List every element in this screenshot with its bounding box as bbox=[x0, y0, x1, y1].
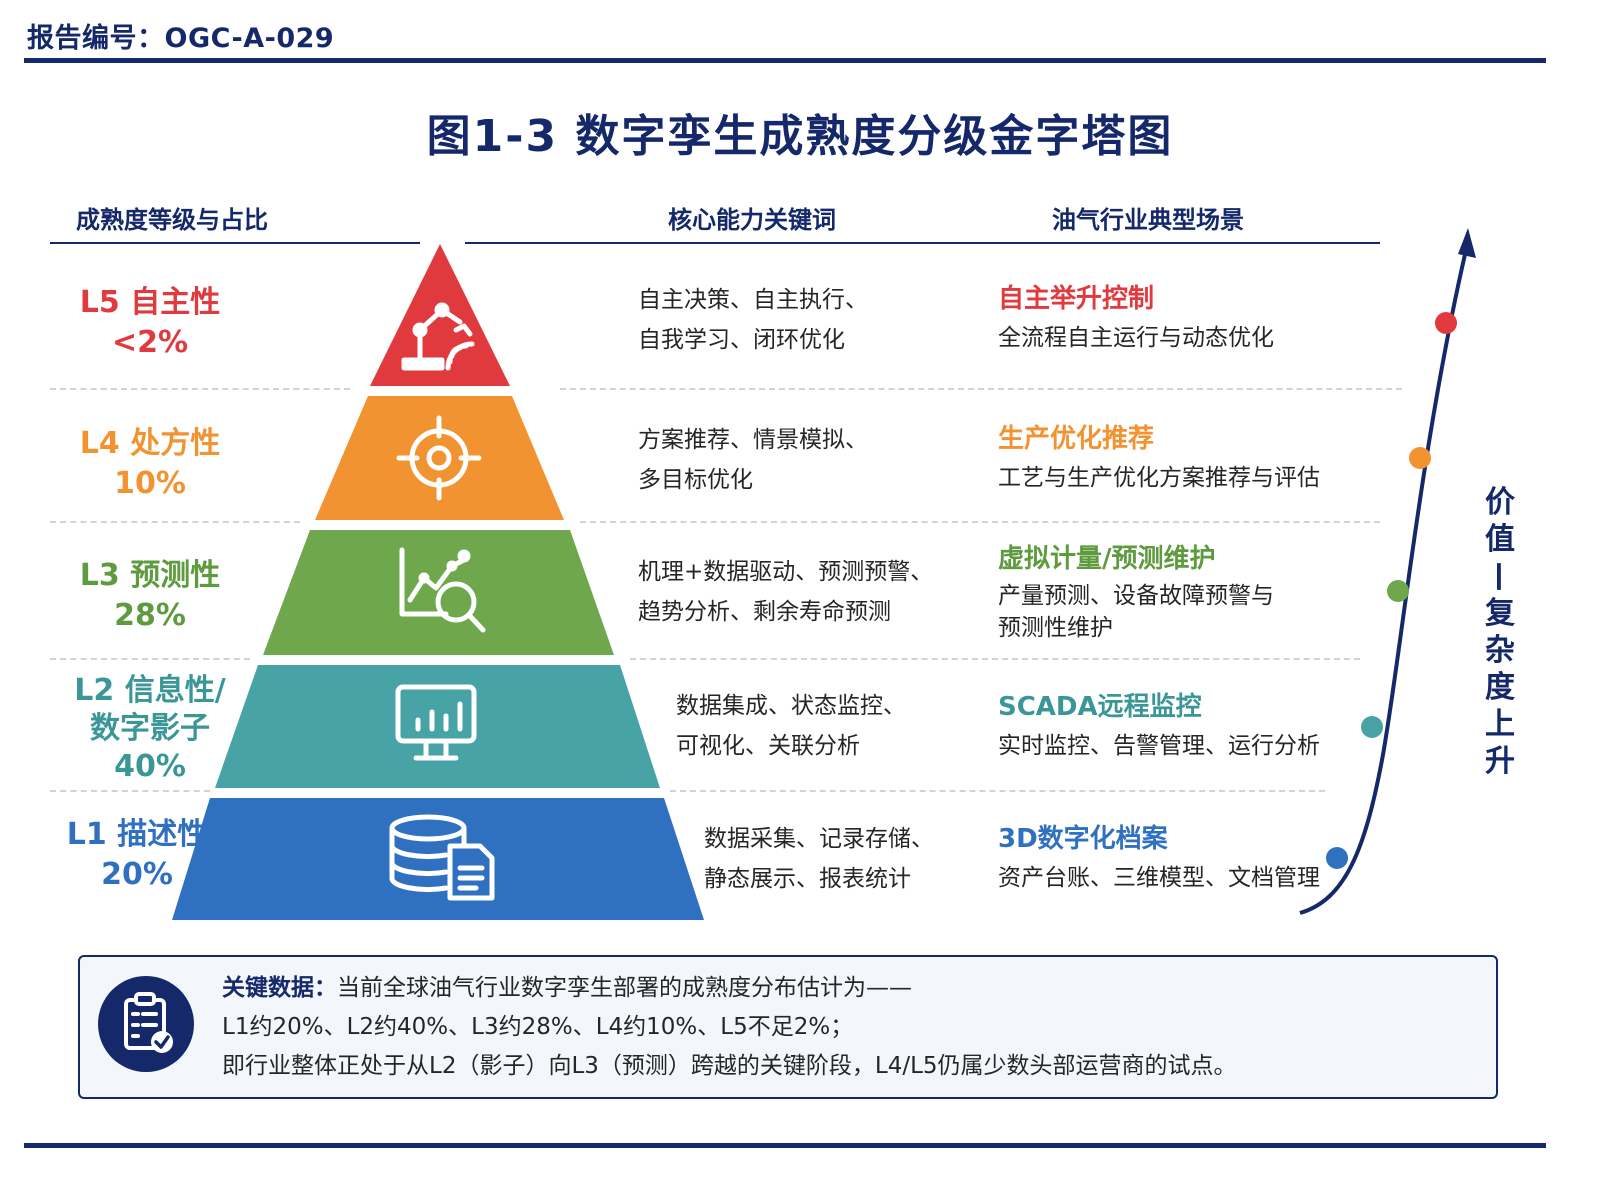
report-number: 报告编号：OGC-A-029 bbox=[27, 23, 335, 54]
axis-char: 升 bbox=[1485, 744, 1515, 779]
level-label-l5: L5 自主性 <2% bbox=[50, 283, 250, 363]
scene-title: 虚拟计量/预测维护 bbox=[998, 544, 1216, 574]
keyword-line: 静态展示、报表统计 bbox=[704, 866, 911, 892]
scene-title: SCADA远程监控 bbox=[998, 692, 1202, 722]
scene-title: 3D数字化档案 bbox=[998, 824, 1168, 854]
keyword-line: 可视化、关联分析 bbox=[676, 733, 860, 759]
header-underline-left bbox=[50, 242, 420, 244]
page-title: 图1-3 数字孪生成熟度分级金字塔图 bbox=[426, 111, 1174, 162]
keyword-line: 趋势分析、剩余寿命预测 bbox=[638, 599, 891, 625]
row-separator bbox=[50, 388, 350, 390]
row-separator bbox=[630, 658, 1360, 660]
note-line-3: 即行业整体正处于从L2（影子）向L3（预测）跨越的关键阶段，L4/L5仍属少数头… bbox=[222, 1053, 1237, 1079]
row-separator bbox=[50, 790, 210, 792]
scene-l4: 生产优化推荐 工艺与生产优化方案推荐与评估 bbox=[998, 422, 1320, 494]
column-header-scenes: 油气行业典型场景 bbox=[1052, 206, 1244, 234]
curve-dot-l4 bbox=[1409, 447, 1431, 469]
target-icon bbox=[396, 415, 482, 501]
axis-char: 值 bbox=[1485, 522, 1515, 557]
value-complexity-label: 价 值 — 复 杂 度 上 升 bbox=[1478, 484, 1522, 780]
database-document-icon bbox=[389, 814, 495, 901]
level-label-l3: L3 预测性 28% bbox=[50, 556, 250, 636]
complexity-curve-arrow bbox=[1299, 228, 1476, 915]
header-underline-right bbox=[465, 242, 1380, 244]
pyramid-tier-l2 bbox=[215, 665, 660, 788]
note-label: 关键数据： bbox=[222, 975, 337, 1001]
scene-desc: 全流程自主运行与动态优化 bbox=[998, 325, 1274, 351]
level-name-line1: L2 信息性/ bbox=[74, 673, 226, 708]
scene-l2: SCADA远程监控 实时监控、告警管理、运行分析 bbox=[998, 690, 1320, 762]
curve-dot-l3 bbox=[1387, 580, 1409, 602]
level-share: <2% bbox=[111, 325, 189, 360]
pyramid-tier-l4 bbox=[315, 396, 564, 520]
bottom-divider bbox=[24, 1143, 1546, 1148]
scene-title: 生产优化推荐 bbox=[998, 424, 1155, 454]
curve-dot-l1 bbox=[1326, 847, 1348, 869]
column-header-keywords: 核心能力关键词 bbox=[668, 206, 836, 234]
level-share: 40% bbox=[114, 749, 186, 784]
keyword-line: 机理+数据驱动、预测预警、 bbox=[638, 559, 934, 585]
curve-dot-l5 bbox=[1435, 312, 1457, 334]
keywords-l4: 方案推荐、情景模拟、 多目标优化 bbox=[638, 420, 868, 500]
level-name: L5 自主性 bbox=[79, 285, 221, 320]
row-separator bbox=[560, 388, 1402, 390]
keywords-l1: 数据采集、记录存储、 静态展示、报表统计 bbox=[704, 819, 934, 899]
pyramid-tier-l1 bbox=[172, 798, 704, 920]
scene-desc: 预测性维护 bbox=[998, 615, 1113, 641]
level-share: 10% bbox=[114, 466, 186, 501]
keyword-line: 自我学习、闭环优化 bbox=[638, 327, 845, 353]
level-label-l1: L1 描述性 20% bbox=[62, 815, 212, 895]
row-separator bbox=[580, 521, 1380, 523]
trend-magnifier-icon bbox=[399, 547, 486, 633]
clipboard-check-icon bbox=[98, 976, 194, 1072]
level-name: L3 预测性 bbox=[79, 558, 221, 593]
keywords-l5: 自主决策、自主执行、 自我学习、闭环优化 bbox=[638, 280, 868, 360]
axis-char: 上 bbox=[1485, 707, 1515, 742]
keyword-line: 数据集成、状态监控、 bbox=[676, 693, 906, 719]
level-name: L4 处方性 bbox=[79, 426, 221, 461]
axis-char: 复 bbox=[1485, 596, 1515, 631]
level-name: L1 描述性 bbox=[66, 817, 208, 852]
row-separator bbox=[670, 790, 1325, 792]
row-separator bbox=[50, 521, 300, 523]
keyword-line: 方案推荐、情景模拟、 bbox=[638, 427, 868, 453]
keyword-line: 自主决策、自主执行、 bbox=[638, 287, 868, 313]
axis-char: — bbox=[1482, 561, 1518, 592]
note-text: 当前全球油气行业数字孪生部署的成熟度分布估计为—— bbox=[337, 975, 912, 1001]
scene-l5: 自主举升控制 全流程自主运行与动态优化 bbox=[998, 282, 1274, 354]
scene-title: 自主举升控制 bbox=[998, 284, 1155, 314]
scene-desc: 实时监控、告警管理、运行分析 bbox=[998, 733, 1320, 759]
top-divider bbox=[24, 58, 1546, 63]
keywords-l3: 机理+数据驱动、预测预警、 趋势分析、剩余寿命预测 bbox=[638, 552, 933, 632]
key-data-note bbox=[78, 955, 1498, 1099]
axis-char: 度 bbox=[1485, 670, 1515, 705]
level-name-line2: 数字影子 bbox=[90, 711, 210, 746]
axis-char: 价 bbox=[1485, 485, 1515, 520]
scene-desc: 产量预测、设备故障预警与 bbox=[998, 583, 1274, 609]
scene-l3: 虚拟计量/预测维护 产量预测、设备故障预警与 预测性维护 bbox=[998, 542, 1274, 644]
scene-l1: 3D数字化档案 资产台账、三维模型、文档管理 bbox=[998, 822, 1320, 894]
keyword-line: 数据采集、记录存储、 bbox=[704, 826, 934, 852]
column-header-levels: 成熟度等级与占比 bbox=[76, 206, 268, 234]
scene-desc: 资产台账、三维模型、文档管理 bbox=[998, 865, 1320, 891]
scene-desc: 工艺与生产优化方案推荐与评估 bbox=[998, 465, 1320, 491]
row-separator bbox=[50, 658, 250, 660]
robot-arm-icon bbox=[401, 302, 475, 371]
level-share: 20% bbox=[101, 857, 173, 892]
level-share: 28% bbox=[114, 598, 186, 633]
keyword-line: 多目标优化 bbox=[638, 467, 753, 493]
note-line-2: L1约20%、L2约40%、L3约28%、L4约10%、L5不足2%； bbox=[222, 1014, 854, 1040]
level-label-l4: L4 处方性 10% bbox=[50, 424, 250, 504]
curve-dot-l2 bbox=[1361, 716, 1383, 738]
monitor-chart-icon bbox=[395, 684, 477, 761]
level-label-l2: L2 信息性/ 数字影子 40% bbox=[55, 672, 245, 786]
axis-char: 杂 bbox=[1485, 633, 1515, 668]
keywords-l2: 数据集成、状态监控、 可视化、关联分析 bbox=[676, 686, 906, 766]
note-line-1: 关键数据：当前全球油气行业数字孪生部署的成熟度分布估计为—— bbox=[222, 973, 912, 1003]
